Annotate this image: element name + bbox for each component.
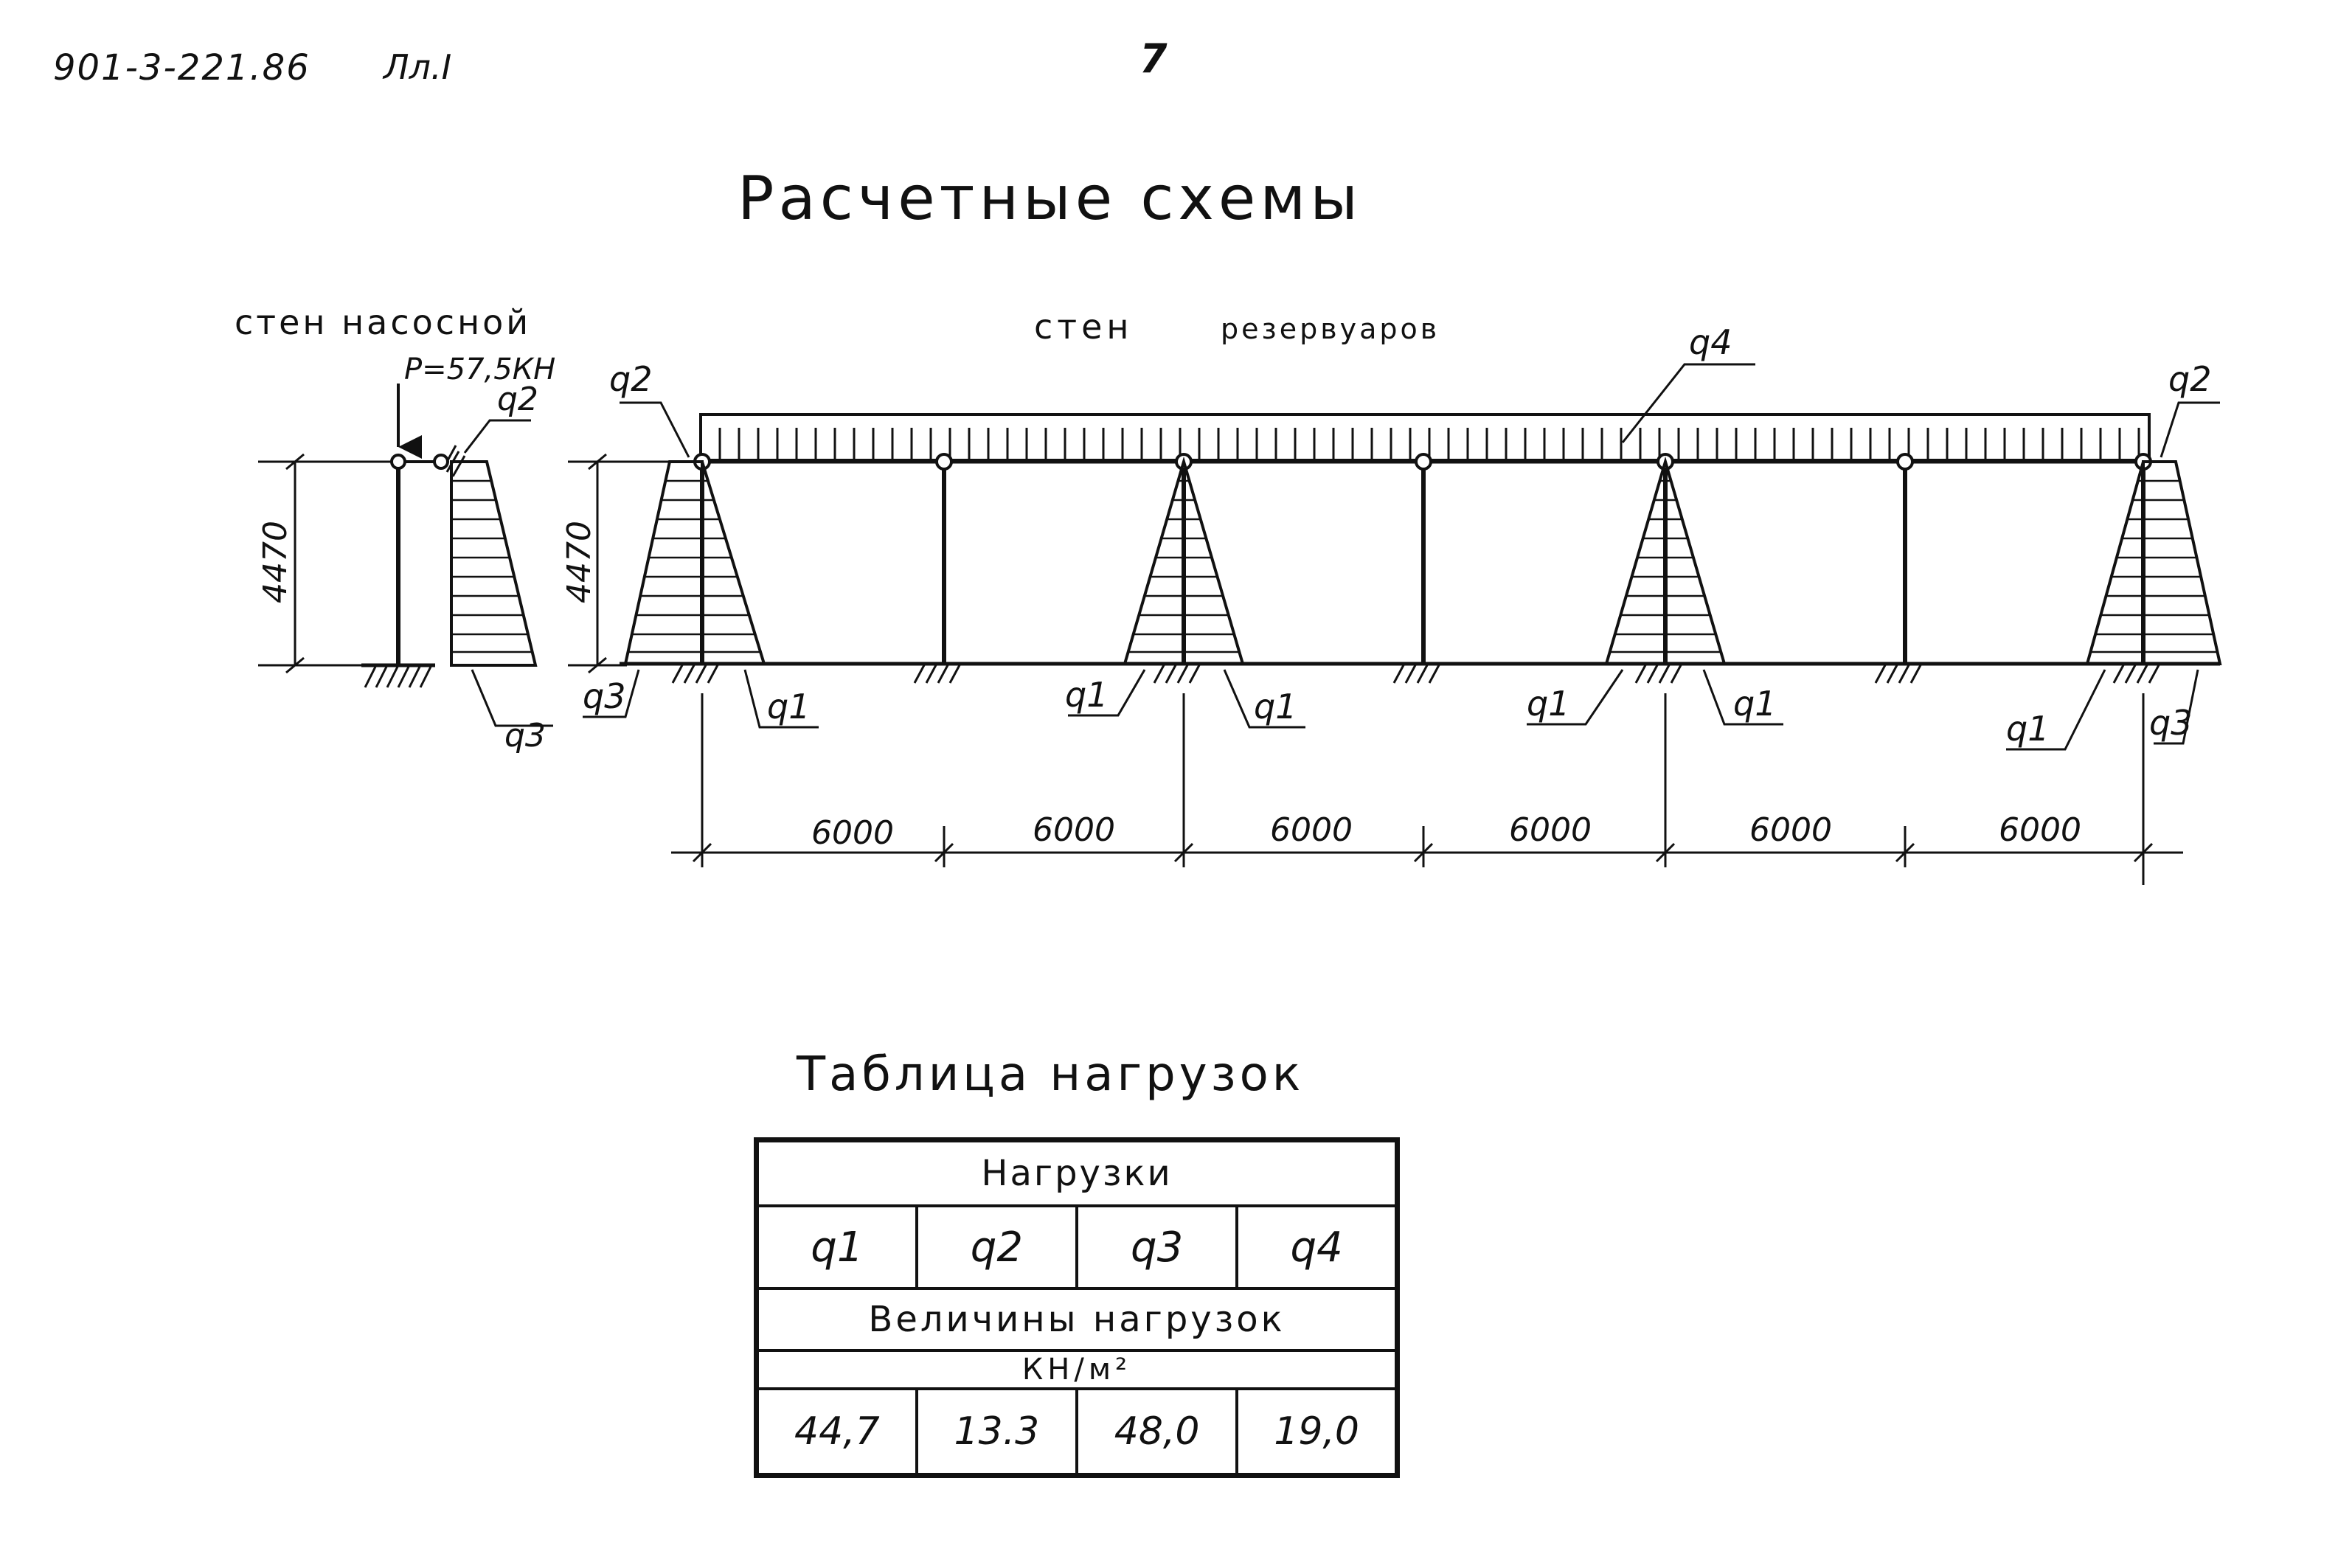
- pump-q3-label: q3: [504, 717, 546, 754]
- q1-label-1: q1: [767, 687, 810, 726]
- sheet-label: Лл.I: [384, 47, 452, 87]
- q3-right-label: q3: [2149, 703, 2192, 743]
- q2-right-label: q2: [2168, 359, 2211, 399]
- loads-header: Нагрузки: [754, 1138, 1399, 1207]
- table-title: Таблица нагрузок: [797, 1047, 1305, 1102]
- document-code: 901-3-221.86: [53, 47, 311, 89]
- values-unit: КН/м²: [754, 1349, 1399, 1390]
- page-number: 7: [1139, 35, 1168, 82]
- span-label: 6000: [1509, 811, 1592, 849]
- q4-label: q4: [1689, 322, 1732, 362]
- load-symbol-cell: q2: [915, 1204, 1079, 1290]
- q1-label-3: q1: [1254, 687, 1297, 726]
- force-label: Р=57,5КН: [404, 353, 555, 386]
- span-label: 6000: [1270, 811, 1353, 849]
- values-header: Величины нагрузок: [754, 1287, 1399, 1352]
- pump-q2-label: q2: [497, 381, 538, 418]
- caption-pump-walls: стен насосной: [235, 302, 532, 342]
- span-dimension-labels: 6000 6000 6000 6000 6000 6000: [811, 811, 2081, 852]
- pump-wall-scheme: [258, 384, 553, 727]
- caption-tank-walls: стен: [1034, 307, 1134, 347]
- load-value-cell: 48,0: [1075, 1387, 1239, 1477]
- tank-height-label: 4470: [561, 521, 598, 603]
- pump-height-label: 4470: [257, 521, 294, 603]
- q1-label-4: q1: [1527, 684, 1569, 724]
- load-value-cell: 13.3: [915, 1387, 1079, 1477]
- loads-table: Нагрузки q1 q2 q3 q4 Величины нагрузок К…: [754, 1137, 1400, 1478]
- load-symbol-cell: q1: [754, 1204, 918, 1290]
- q2-left-label: q2: [609, 359, 652, 399]
- q1-label-2: q1: [1065, 675, 1108, 715]
- q1-label-6: q1: [2006, 709, 2049, 749]
- caption-tank-walls-2: резервуаров: [1221, 313, 1440, 345]
- page-title: Расчетные схемы: [738, 164, 1362, 234]
- load-value-cell: 19,0: [1235, 1387, 1399, 1477]
- span-label: 6000: [1033, 811, 1115, 849]
- tank-wall-scheme: [568, 363, 2222, 885]
- span-label: 6000: [1749, 811, 1832, 849]
- span-label: 6000: [811, 814, 894, 852]
- q3-left-label: q3: [583, 676, 625, 716]
- load-value-cell: 44,7: [754, 1387, 918, 1477]
- span-label: 6000: [1999, 811, 2081, 849]
- q1-label-5: q1: [1733, 684, 1776, 724]
- load-symbol-cell: q3: [1075, 1204, 1239, 1290]
- load-symbol-cell: q4: [1235, 1204, 1399, 1290]
